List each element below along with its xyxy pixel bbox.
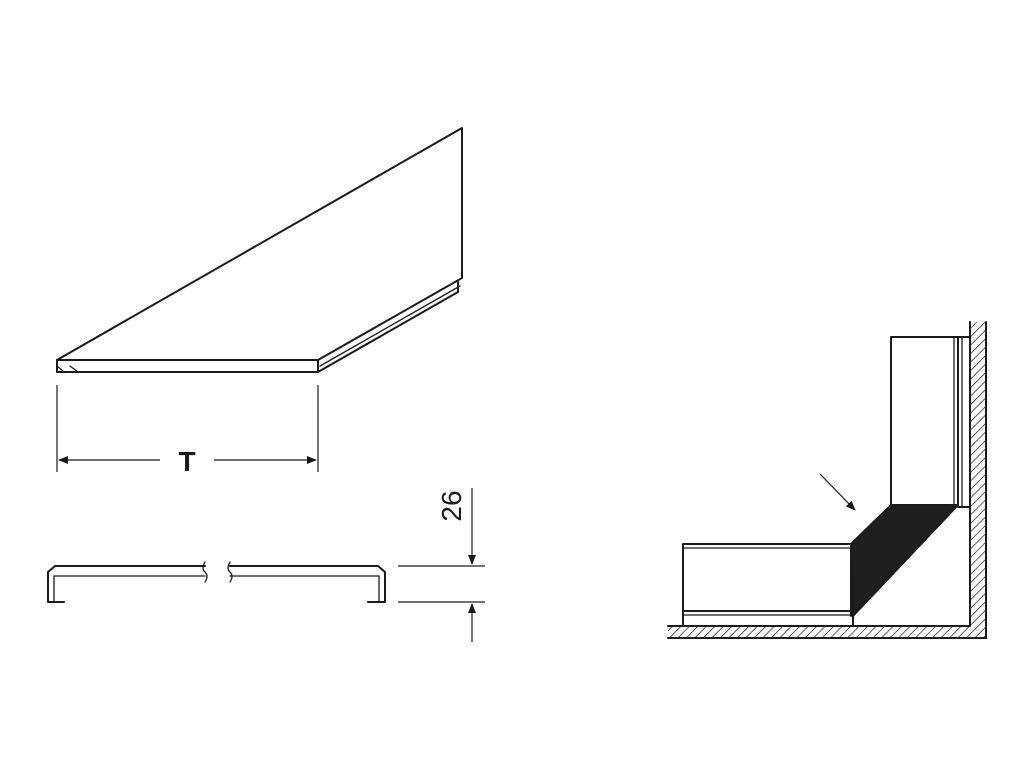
dimension-height: 26 <box>398 488 485 642</box>
wall-hatch <box>970 322 986 638</box>
corner-cover <box>850 504 959 617</box>
cover-side-section <box>47 561 386 603</box>
pointer-arrow <box>819 473 856 511</box>
dimension-width: T <box>56 385 319 477</box>
floor-hatch <box>668 626 970 638</box>
corner-installation-view <box>667 321 987 639</box>
dimension-label-26: 26 <box>436 490 467 521</box>
dimension-label-t: T <box>178 446 195 477</box>
cover-isometric-view <box>56 127 463 373</box>
